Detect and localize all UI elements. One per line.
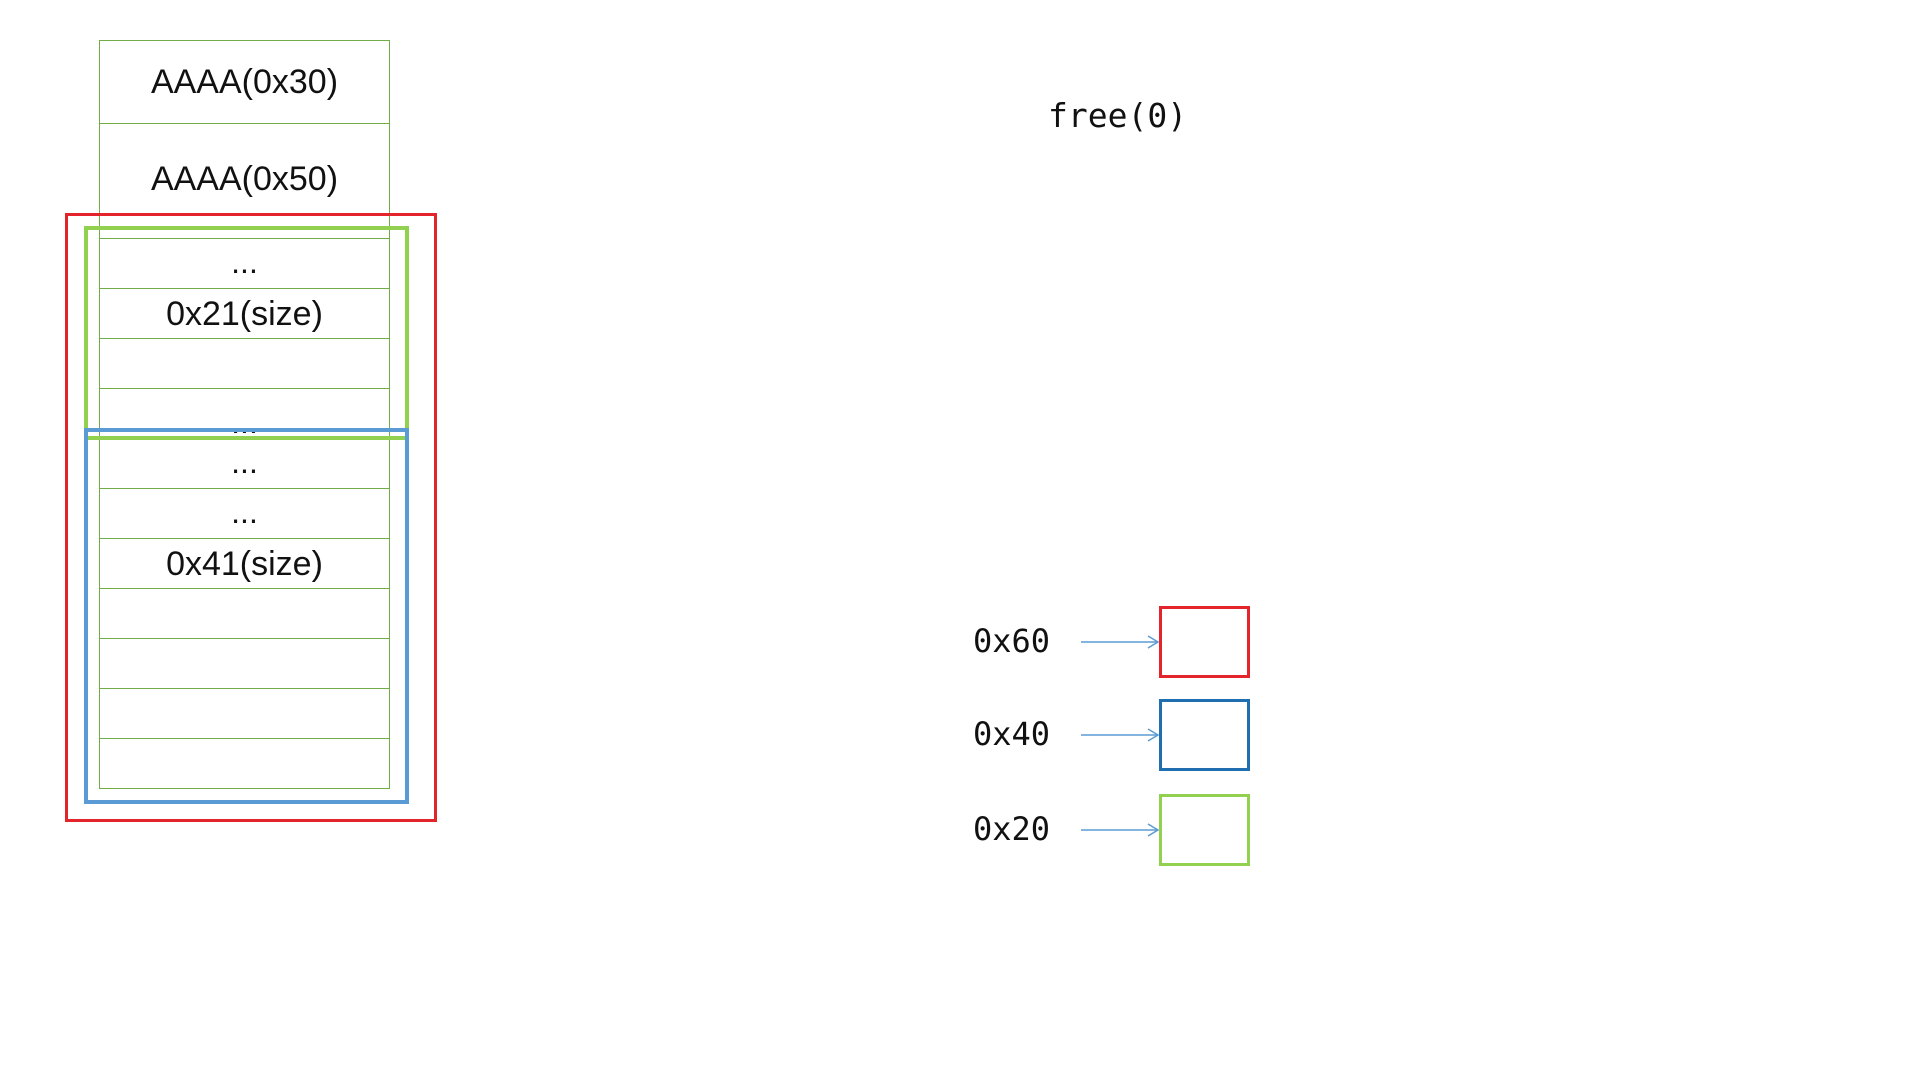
operation-title: free(0) xyxy=(1048,96,1188,135)
heap-cell-12 xyxy=(99,739,390,789)
heap-chunk-stack: AAAA(0x30) AAAA(0x50) ... 0x21(size) ...… xyxy=(99,40,390,789)
bin-arrow-0x60 xyxy=(1081,635,1160,649)
bin-label-0x20: 0x20 xyxy=(973,810,1051,848)
heap-cell-8: 0x41(size) xyxy=(99,539,390,589)
heap-cell-7: ... xyxy=(99,489,390,539)
heap-cell-10 xyxy=(99,639,390,689)
heap-cell-2: ... xyxy=(99,239,390,289)
heap-cell-3: 0x21(size) xyxy=(99,289,390,339)
bin-arrow-0x40 xyxy=(1081,728,1160,742)
heap-cell-0: AAAA(0x30) xyxy=(99,40,390,124)
bin-box-0x20 xyxy=(1159,794,1250,866)
heap-cell-9 xyxy=(99,589,390,639)
bin-label-0x40: 0x40 xyxy=(973,715,1051,753)
heap-cell-5: ... xyxy=(99,389,390,439)
heap-cell-1: AAAA(0x50) xyxy=(99,124,390,239)
heap-cell-6: ... xyxy=(99,439,390,489)
bin-label-0x60: 0x60 xyxy=(973,622,1051,660)
bin-arrow-0x20 xyxy=(1081,823,1160,837)
heap-cell-11 xyxy=(99,689,390,739)
bin-box-0x40 xyxy=(1159,699,1250,771)
heap-cell-4 xyxy=(99,339,390,389)
bin-box-0x60 xyxy=(1159,606,1250,678)
